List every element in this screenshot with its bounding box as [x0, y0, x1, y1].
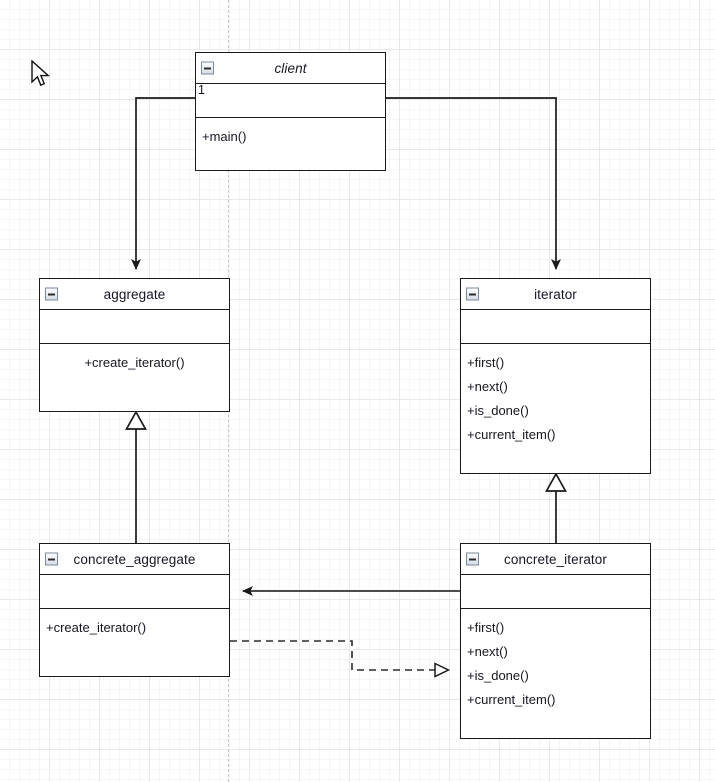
minus-icon[interactable]	[466, 552, 479, 566]
mouse-pointer-icon	[31, 60, 51, 87]
operation-row: +first()	[467, 620, 505, 635]
minus-icon[interactable]	[45, 552, 58, 566]
class-attributes-aggregate	[40, 310, 229, 344]
operation-row: +main()	[202, 129, 247, 144]
class-operations-concrete_iterator: +first() +next() +is_done() +current_item()	[461, 609, 650, 738]
minus-icon[interactable]	[201, 61, 214, 75]
operation-row: +is_done()	[467, 668, 529, 683]
uml-class-aggregate[interactable]: aggregate +create_iterator()	[39, 278, 230, 412]
class-name-client: client	[274, 60, 307, 76]
edge-concrete-iterator-generalization	[545, 472, 567, 543]
class-attributes-client	[196, 84, 385, 118]
uml-class-concrete_iterator[interactable]: concrete_iterator +first() +next() +is_done…	[460, 543, 651, 739]
edge-client-to-aggregate	[131, 97, 195, 270]
multiplicity-label-client: 1	[198, 83, 205, 97]
edge-concrete-aggregate-generalization	[125, 410, 147, 543]
edge-concrete-aggregate-dependency	[230, 640, 449, 670]
class-header-aggregate: aggregate	[40, 279, 229, 310]
minus-icon[interactable]	[45, 287, 58, 301]
class-operations-concrete_aggregate: +create_iterator()	[40, 609, 229, 676]
hollow-triangle-aggregate	[125, 410, 147, 430]
operation-row: +current_item()	[467, 692, 556, 707]
uml-class-iterator[interactable]: iterator +first() +next() +is_done() +curren…	[460, 278, 651, 474]
operation-row: +create_iterator()	[46, 620, 147, 635]
class-header-concrete_aggregate: concrete_aggregate	[40, 544, 229, 575]
minus-icon[interactable]	[466, 287, 479, 301]
edge-client-to-iterator	[386, 97, 561, 270]
uml-class-client[interactable]: client +main()	[195, 52, 386, 171]
class-operations-iterator: +first() +next() +is_done() +current_item()	[461, 344, 650, 473]
class-attributes-concrete_iterator	[461, 575, 650, 609]
hollow-triangle-iterator	[545, 472, 567, 492]
class-operations-client: +main()	[196, 118, 385, 170]
operation-row: +next()	[467, 379, 508, 394]
operation-row: +first()	[467, 355, 505, 370]
class-attributes-concrete_aggregate	[40, 575, 229, 609]
class-header-client: client	[196, 53, 385, 84]
class-operations-aggregate: +create_iterator()	[40, 344, 229, 411]
uml-class-concrete_aggregate[interactable]: concrete_aggregate +create_iterator()	[39, 543, 230, 677]
class-header-concrete_iterator: concrete_iterator	[461, 544, 650, 575]
class-header-iterator: iterator	[461, 279, 650, 310]
class-name-concrete_aggregate: concrete_aggregate	[73, 551, 196, 567]
class-name-concrete_iterator: concrete_iterator	[503, 551, 607, 567]
operation-row: +create_iterator()	[84, 355, 185, 370]
class-name-iterator: iterator	[534, 286, 577, 302]
operation-row: +next()	[467, 644, 508, 659]
class-name-aggregate: aggregate	[103, 286, 166, 302]
operation-row: +is_done()	[467, 403, 529, 418]
class-attributes-iterator	[461, 310, 650, 344]
operation-row: +current_item()	[467, 427, 556, 442]
